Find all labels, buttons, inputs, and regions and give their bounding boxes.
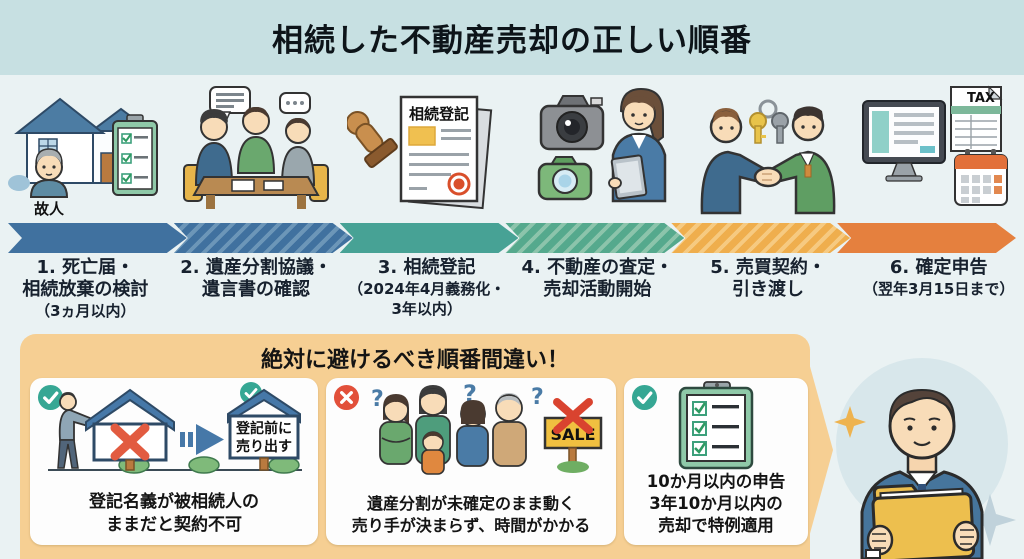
document-title: 相続登記 [409, 105, 469, 123]
step-4-caption: 4. 不動産の査定・ 売却活動開始 [521, 257, 674, 300]
card-3-illustration [624, 380, 808, 472]
flow-arrow-6 [837, 223, 1016, 253]
flow-arrow-5 [671, 223, 850, 253]
flow-arrow-4 [505, 223, 684, 253]
handshake-keys-icon [700, 99, 836, 215]
step-3-caption: 3. 相続登記 （2024年4月義務化・ 3年以内） [348, 257, 506, 318]
title-band: 相続した不動産売却の正しい順番 [0, 0, 1024, 75]
sign-house-roof [85, 388, 175, 432]
checklist-clipboard-icon [678, 381, 754, 470]
warning-card-deadline: 10か月以内の申告 3年10か月以内の 売却で特例適用 [624, 378, 808, 545]
step-2-caption: 2. 遺産分割協議・ 遺言書の確認 [180, 257, 332, 300]
x-icon [333, 384, 360, 411]
fast-forward-arrow-icon [180, 424, 224, 455]
svg-text:?: ? [531, 385, 544, 410]
step-1-illustration: 故人 [0, 80, 171, 220]
warning-panel: 絶対に避けるべき順番間違い！ [20, 334, 810, 559]
card-1-illustration: 登記前に 売り出す [30, 380, 318, 480]
step-1-caption: 1. 死亡届・ 相続放棄の検討 （3ヵ月以内） [22, 257, 149, 320]
family-meeting-icon [183, 86, 329, 209]
sign-board [228, 414, 300, 460]
warning-card-undivided-estate: ? ? ? [326, 378, 616, 545]
step-2-illustration [171, 80, 342, 220]
x-mark [110, 423, 150, 461]
tax-filing-icon: TAX [861, 85, 1008, 206]
svg-text:売り出す: 売り出す [236, 438, 292, 455]
camera-appraisal-icon [538, 87, 667, 203]
tax-label: TAX [967, 91, 995, 106]
x-mark [553, 398, 593, 434]
flow-arrow-3 [340, 223, 519, 253]
step-6-illustration: TAX [853, 80, 1024, 220]
card-2-illustration: ? ? ? [326, 380, 616, 476]
card-2-caption: 遺産分割が未確定のまま動く 売り手が決まらず、時間がかかる [351, 494, 591, 535]
step-captions: 1. 死亡届・ 相続放棄の検討 （3ヵ月以内） 2. 遺産分割協議・ 遺言書の確… [0, 257, 1024, 321]
card-1-caption: 登記名義が被相続人の ままだと契約不可 [89, 492, 259, 535]
step-6-caption: 6. 確定申告 （翌年3月15日まで） [863, 257, 1015, 298]
check-icon [631, 384, 658, 411]
flow-arrows [8, 223, 1016, 253]
warning-card-registration: 登記前に 売り出す 登記名義が被相続人の ままだと契約不可 [30, 378, 318, 545]
step-4-illustration [512, 80, 683, 220]
svg-text:?: ? [371, 387, 384, 412]
card-3-caption: 10か月以内の申告 3年10か月以内の 売却で特例適用 [646, 472, 786, 535]
page-title: 相続した不動産売却の正しい順番 [272, 23, 752, 59]
step-5-caption: 5. 売買契約・ 引き渡し [710, 257, 826, 300]
check-icon [37, 384, 64, 411]
flow-arrow-2 [174, 223, 353, 253]
registration-document-stamp-icon: 相続登記 [346, 95, 492, 210]
warning-title: 絶対に避けるべき順番間違い！ [260, 348, 569, 373]
sparkle-icon [834, 406, 866, 438]
step-illustrations: 故人 [0, 80, 1024, 220]
step-3-illustration: 相続登記 [341, 80, 512, 220]
svg-text:登記前に: 登記前に [235, 420, 292, 437]
advisor-illustration [822, 344, 1022, 559]
step-5-illustration [683, 80, 854, 220]
house-deceased-checklist-icon: 故人 [8, 97, 159, 218]
deceased-label: 故人 [34, 200, 65, 218]
flow-arrow-1 [8, 223, 187, 253]
sparkle-icon [964, 494, 1016, 546]
